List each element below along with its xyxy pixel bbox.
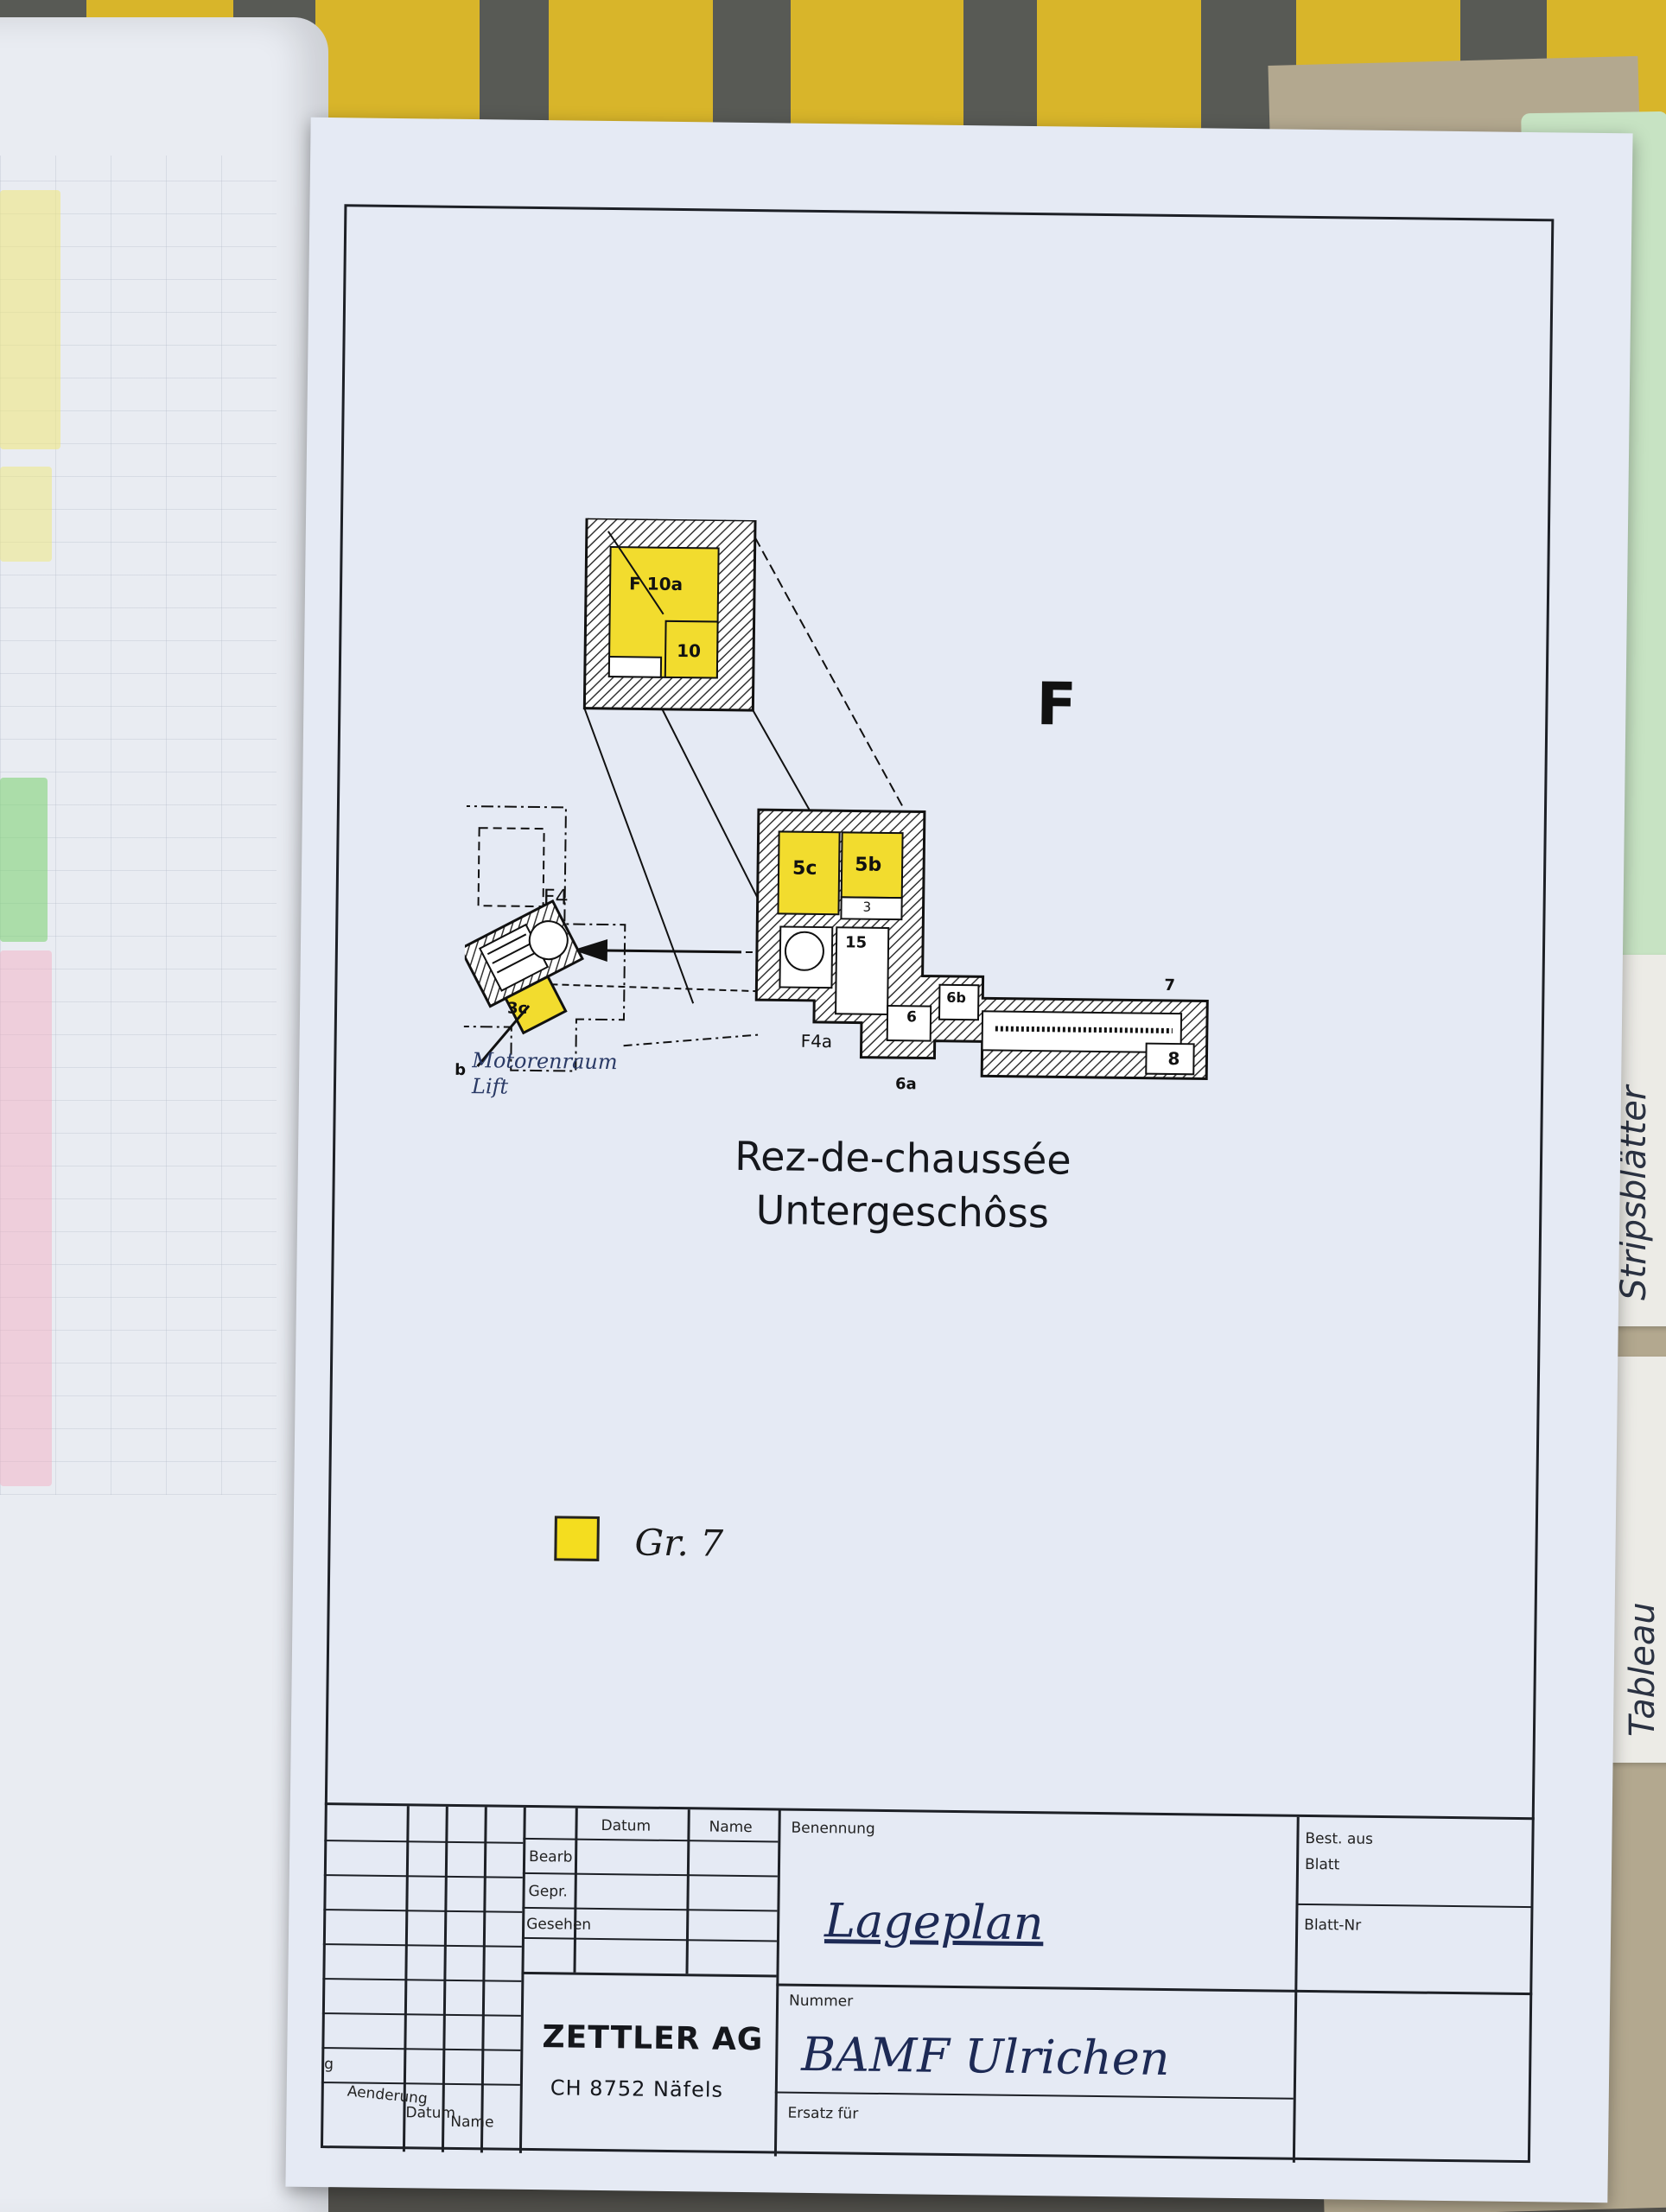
benennung-value: Lageplan — [823, 1893, 1044, 1951]
col-name-label: Name — [709, 1818, 753, 1837]
drawing-sheet: F F 10a 10 5c 5b 3 15 6 6b 7 8 6a F4a F4… — [285, 117, 1633, 2203]
tb-divider — [685, 1809, 690, 1974]
room-label-f4: F4 — [543, 885, 569, 910]
room-label-10: 10 — [677, 639, 702, 662]
dashed-outline-f4 — [454, 804, 626, 1072]
stair-landing — [607, 655, 663, 678]
room-3 — [840, 896, 903, 921]
room-15 — [835, 926, 890, 1015]
room-5c — [777, 830, 841, 916]
floor-plan: F F 10a 10 5c 5b 3 15 6 6b 7 8 6a F4a F4… — [454, 517, 1300, 1132]
tab-label: Tableau — [1623, 1602, 1663, 1737]
rev-name-label: Name — [450, 2113, 494, 2132]
room-label-5c: 5c — [792, 857, 817, 880]
benennung-label: Benennung — [791, 1819, 875, 1838]
stair-spiral — [784, 931, 824, 971]
room-label-8: 8 — [1167, 1047, 1180, 1070]
room-label-3: 3 — [862, 899, 872, 915]
legend-label: Gr. 7 — [634, 1521, 724, 1565]
floor-plan-drawing — [454, 517, 1209, 1081]
legend-swatch — [554, 1516, 600, 1561]
left-page-highlight — [0, 950, 52, 1486]
handwritten-note-lift: Lift — [471, 1074, 509, 1099]
room-label-f10a: F 10a — [628, 573, 684, 595]
room-6b — [938, 983, 980, 1021]
room-10 — [664, 620, 719, 679]
nummer-label: Nummer — [788, 1992, 854, 2011]
row-gesehen-label: Gesehen — [526, 1915, 592, 1934]
room-label-6b: 6b — [946, 988, 967, 1007]
title-block: Datum Name Bearb Gepr. Gesehen ZETTLER A… — [320, 1802, 1535, 2164]
floor-tag-f: F — [1035, 671, 1078, 740]
arrow-line — [594, 949, 741, 954]
left-page — [0, 17, 328, 2212]
company-address: CH 8752 Näfels — [550, 2075, 724, 2102]
note-prefix-b: b — [455, 1060, 467, 1080]
left-page-highlight — [0, 190, 60, 449]
company-name: ZETTLER AG — [542, 2019, 764, 2058]
row-bearb-label: Bearb — [528, 1847, 573, 1866]
room-label-6a: 6a — [894, 1075, 917, 1094]
room-label-f4a: F4a — [800, 1030, 833, 1052]
ersatz-label: Ersatz für — [787, 2104, 859, 2123]
room-label-7: 7 — [1164, 976, 1176, 995]
handwritten-note-motorenraum: Motorenraum — [472, 1048, 618, 1075]
room-label-3c: 3c — [506, 999, 528, 1018]
plan-caption: Rez-de-chaussée Untergeschôss — [686, 1128, 1119, 1241]
col-datum-label: Datum — [601, 1816, 652, 1835]
blatt-label: Blatt — [1304, 1855, 1340, 1874]
rev-datum-label: Datum — [405, 2104, 456, 2122]
left-page-highlight — [0, 467, 52, 562]
nummer-value: BAMF Ulrichen — [800, 2026, 1170, 2087]
best-aus-label: Best. aus — [1305, 1829, 1374, 1848]
row-gepr-label: Gepr. — [528, 1882, 569, 1901]
corridor-7 — [981, 1010, 1183, 1054]
room-label-15: 15 — [844, 933, 868, 952]
room-8 — [1145, 1042, 1195, 1076]
caption-line-1: Rez-de-chaussée — [734, 1132, 1072, 1184]
room-label-6: 6 — [906, 1008, 917, 1027]
blatt-nr-label: Blatt-Nr — [1304, 1916, 1362, 1935]
tb-divider — [573, 1808, 578, 1973]
caption-line-2: Untergeschôss — [755, 1186, 1050, 1237]
arrow-head — [572, 939, 608, 963]
rev-index-label: g — [324, 2056, 334, 2074]
left-page-highlight — [0, 778, 48, 942]
room-6 — [886, 1004, 932, 1042]
room-3c — [504, 975, 568, 1035]
room-label-5b: 5b — [855, 854, 882, 876]
